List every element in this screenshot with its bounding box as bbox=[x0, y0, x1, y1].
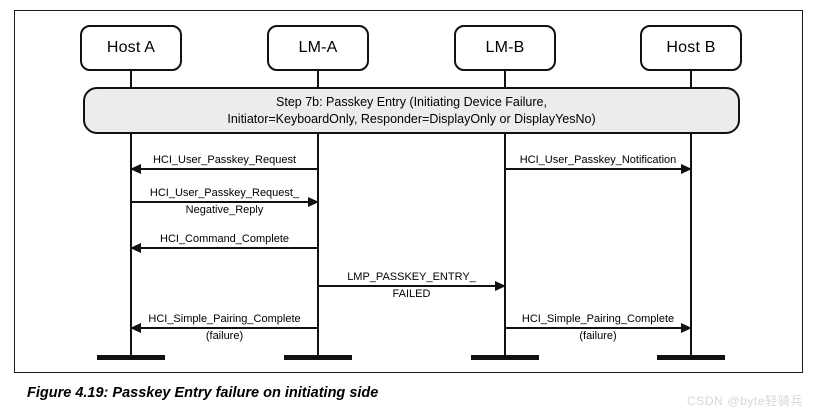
figure-caption: Figure 4.19: Passkey Entry failure on in… bbox=[27, 385, 379, 401]
participant-label-lm-a: LM-A bbox=[298, 39, 338, 56]
message-line-lmp-passkey-entry-failed bbox=[318, 285, 505, 287]
message-line-hci-user-passkey-request-negative-reply bbox=[131, 201, 318, 203]
message-hci-user-passkey-notification: HCI_User_Passkey_Notification bbox=[505, 154, 692, 174]
message-sublabel-hci-user-passkey-request-negative-reply: Negative_Reply bbox=[185, 204, 264, 216]
lifeline-host-a bbox=[130, 71, 133, 358]
participant-label-host-b: Host B bbox=[666, 39, 716, 56]
step-banner: Step 7b: Passkey Entry (Initiating Devic… bbox=[83, 87, 740, 134]
watermark: CSDN @byte轻骑兵 bbox=[687, 394, 803, 408]
lifeline-terminator-host-a bbox=[97, 355, 165, 360]
message-sublabel-lmp-passkey-entry-failed: FAILED bbox=[392, 288, 431, 300]
lifeline-lm-a bbox=[317, 71, 320, 358]
arrowhead-right-hci-simple-pairing-complete-b bbox=[681, 322, 692, 333]
arrowhead-right-hci-user-passkey-request-negative-reply bbox=[308, 196, 319, 207]
message-line-hci-user-passkey-notification bbox=[505, 168, 691, 170]
message-line-hci-command-complete bbox=[131, 247, 318, 249]
participant-box-host-b: Host B bbox=[640, 25, 742, 71]
message-line-hci-simple-pairing-complete-a bbox=[131, 327, 318, 329]
arrowhead-right-hci-user-passkey-notification bbox=[681, 163, 692, 174]
participant-label-host-a: Host A bbox=[106, 39, 156, 56]
arrowhead-left-hci-user-passkey-request bbox=[130, 163, 141, 174]
message-hci-user-passkey-request: HCI_User_Passkey_Request bbox=[130, 154, 318, 174]
message-line-hci-user-passkey-request bbox=[131, 168, 318, 170]
message-sublabel-hci-simple-pairing-complete-a: (failure) bbox=[205, 330, 244, 342]
arrowhead-left-hci-command-complete bbox=[130, 242, 141, 253]
participant-box-lm-a: LM-A bbox=[267, 25, 369, 71]
message-hci-simple-pairing-complete-b: HCI_Simple_Pairing_Complete(failure) bbox=[505, 313, 692, 342]
participant-box-host-a: Host A bbox=[80, 25, 182, 71]
message-lmp-passkey-entry-failed: LMP_PASSKEY_ENTRY_FAILED bbox=[318, 271, 506, 300]
participant-box-lm-b: LM-B bbox=[454, 25, 556, 71]
arrowhead-right-lmp-passkey-entry-failed bbox=[495, 280, 506, 291]
message-sublabel-hci-simple-pairing-complete-b: (failure) bbox=[579, 330, 617, 342]
message-hci-user-passkey-request-negative-reply: HCI_User_Passkey_Request_Negative_Reply bbox=[131, 187, 319, 216]
step-banner-line-1: Step 7b: Passkey Entry (Initiating Devic… bbox=[276, 94, 547, 109]
lifeline-host-b bbox=[690, 71, 693, 358]
step-banner-line-2: Initiator=KeyboardOnly, Responder=Displa… bbox=[227, 111, 596, 126]
message-hci-command-complete: HCI_Command_Complete bbox=[130, 233, 318, 253]
participant-label-lm-b: LM-B bbox=[485, 39, 525, 56]
message-hci-simple-pairing-complete-a: HCI_Simple_Pairing_Complete(failure) bbox=[130, 313, 318, 342]
lifeline-terminator-host-b bbox=[657, 355, 725, 360]
lifeline-terminator-lm-a bbox=[284, 355, 352, 360]
lifeline-lm-b bbox=[504, 71, 507, 358]
message-line-hci-simple-pairing-complete-b bbox=[505, 327, 691, 329]
lifeline-terminator-lm-b bbox=[471, 355, 539, 360]
arrowhead-left-hci-simple-pairing-complete-a bbox=[130, 322, 141, 333]
